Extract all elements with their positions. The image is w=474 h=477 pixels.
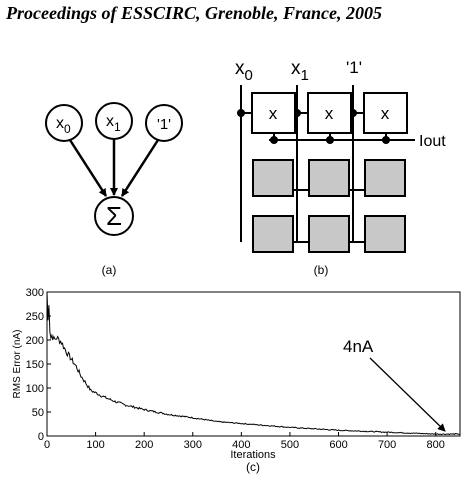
- input-node-1-label: x1: [106, 113, 121, 134]
- x-tick-label: 0: [44, 439, 50, 451]
- x-tick-label: 600: [329, 439, 347, 451]
- y-tick-label: 300: [26, 287, 44, 299]
- edge-bias-to-sum: [120, 139, 160, 197]
- output-dot-1: [326, 136, 334, 144]
- y-tick-label: 100: [26, 383, 44, 395]
- multiplier-bias-label: x: [381, 104, 390, 123]
- figure-c-chart: 0 100 200 300 400 500 600 700 800 0 50 100 150 200 25…: [12, 287, 461, 474]
- multiplier-0-label: x: [269, 104, 278, 123]
- output-label: Iout: [419, 133, 446, 150]
- y-tick-label: 50: [32, 407, 44, 419]
- figure-b: x0 x1 '1' x x x Iout: [235, 58, 446, 277]
- multiplier-1-label: x: [325, 104, 334, 123]
- column-label-bias: '1': [346, 58, 362, 77]
- caption-a: (a): [102, 263, 117, 277]
- cell-block-r2-c0: [252, 159, 294, 197]
- cell-block-r3-c2: [364, 215, 406, 253]
- multiplier-bias: [363, 92, 408, 134]
- cell-block-r2-c1: [308, 159, 350, 197]
- cell-block-r2-c2: [364, 159, 406, 197]
- input-node-0: [45, 104, 83, 142]
- x-axis-ticks: 0 100 200 300 400 500 600 700 800: [44, 432, 445, 451]
- caption-c: (c): [246, 460, 260, 474]
- output-dot-0: [270, 136, 278, 144]
- y-axis-label: RMS Error (nA): [12, 330, 23, 399]
- multiplier-0: [251, 92, 296, 134]
- junction-dot-0: [237, 109, 245, 117]
- cell-block-r3-c1: [308, 215, 350, 253]
- x-tick-label: 400: [232, 439, 250, 451]
- x-tick-label: 300: [184, 439, 202, 451]
- annotation-arrow: [369, 357, 446, 432]
- multiplier-1: [307, 92, 352, 134]
- x-tick-label: 100: [86, 439, 104, 451]
- figure-a: x0 x1 '1' Σ (a): [45, 102, 183, 277]
- x-axis-label: Iterations: [230, 449, 276, 461]
- edge-0-to-sum: [68, 139, 108, 197]
- input-node-0-label: x0: [56, 115, 71, 136]
- input-node-bias: [145, 104, 183, 142]
- rms-error-line: [46, 292, 461, 436]
- cell-block-r3-c0: [252, 215, 294, 253]
- x-tick-label: 700: [378, 439, 396, 451]
- column-label-x1: x1: [291, 58, 309, 84]
- caption-b: (b): [314, 263, 329, 277]
- column-label-x0: x0: [235, 58, 253, 84]
- y-axis-ticks: 0 50 100 150 200 250 300: [26, 287, 51, 443]
- sum-node: [94, 196, 134, 236]
- y-tick-label: 200: [26, 335, 44, 347]
- x-tick-label: 200: [135, 439, 153, 451]
- y-tick-label: 150: [26, 359, 44, 371]
- proceedings-header: Proceedings of ESSCIRC, Grenoble, France…: [6, 3, 383, 23]
- sum-symbol: Σ: [106, 201, 122, 231]
- x-tick-label: 800: [427, 439, 445, 451]
- annotation-4na: 4nA: [343, 337, 374, 356]
- y-tick-label: 0: [38, 431, 44, 443]
- input-node-bias-label: '1': [157, 116, 171, 133]
- x-tick-label: 500: [281, 439, 299, 451]
- plot-area: [46, 291, 461, 437]
- output-dot-bias: [382, 136, 390, 144]
- y-tick-label: 250: [26, 311, 44, 323]
